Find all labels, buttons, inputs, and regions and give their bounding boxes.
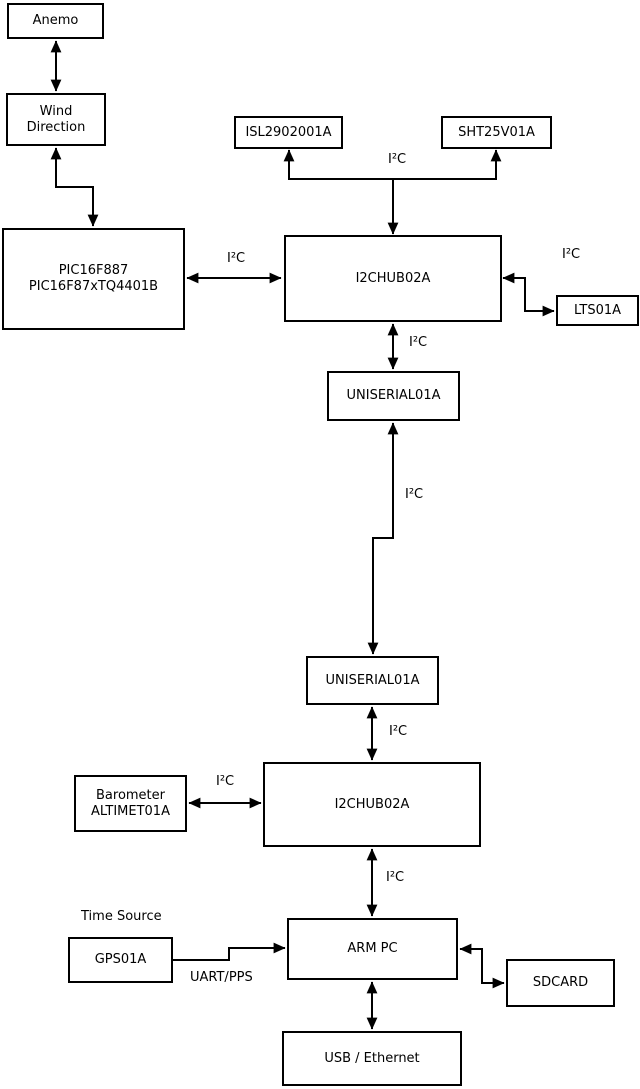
node-pic16f887-line2: PIC16F87xTQ4401B (28, 279, 159, 294)
node-i2chub-top-label: I2CHUB02A (355, 270, 431, 286)
node-usb-ethernet-label: USB / Ethernet (324, 1050, 420, 1066)
node-barometer-line2: ALTIMET01A (91, 803, 170, 819)
node-uniserial-bottom: UNISERIAL01A (306, 656, 439, 705)
node-lts01a-label: LTS01A (573, 302, 622, 318)
node-isl2902001a: ISL2902001A (234, 116, 343, 149)
node-isl2902001a-label: ISL2902001A (245, 124, 332, 140)
label-i2c-uniserial-link: I²C (405, 487, 424, 502)
label-i2c-uniserial-hub2: I²C (389, 724, 408, 739)
edge-hub1-lts (502, 272, 555, 317)
node-usb-ethernet: USB / Ethernet (282, 1031, 462, 1086)
node-uniserial-top: UNISERIAL01A (327, 371, 460, 421)
node-barometer: Barometer ALTIMET01A (74, 775, 187, 832)
node-i2chub-top: I2CHUB02A (284, 235, 502, 322)
node-uniserial-bottom-label: UNISERIAL01A (325, 672, 420, 688)
node-anemo-label: Anemo (32, 13, 79, 28)
node-wind-direction: Wind Direction (6, 93, 106, 146)
node-pic16f887-line1: PIC16F887 (58, 263, 129, 278)
label-i2c-isl-sht: I²C (388, 152, 407, 167)
label-i2c-pic-hub: I²C (227, 251, 246, 266)
node-lts01a: LTS01A (556, 295, 639, 326)
label-i2c-hub-lts: I²C (562, 247, 581, 262)
label-i2c-barometer-hub2: I²C (216, 774, 235, 789)
node-anemo: Anemo (7, 3, 104, 39)
node-gps01a-label: GPS01A (94, 952, 147, 967)
edge-armpc-sdcard (459, 943, 505, 989)
node-wind-direction-line1: Wind (39, 103, 73, 119)
edge-wind-pic (50, 147, 99, 227)
edge-gps-armpc (173, 942, 286, 961)
node-arm-pc: ARM PC (287, 918, 458, 980)
node-gps01a: GPS01A (68, 937, 173, 983)
node-sht25v01a: SHT25V01A (441, 116, 552, 149)
node-sht25v01a-label: SHT25V01A (458, 124, 535, 140)
node-arm-pc-label: ARM PC (347, 941, 398, 956)
label-i2c-hub-uniserial: I²C (409, 335, 428, 350)
node-sdcard: SDCARD (506, 959, 615, 1007)
node-wind-direction-line2: Direction (26, 119, 86, 135)
node-barometer-line1: Barometer (96, 787, 165, 803)
edge-uniserial1-uniserial2 (367, 422, 399, 655)
node-i2chub-bottom: I2CHUB02A (263, 762, 481, 847)
node-pic16f887: PIC16F887 PIC16F87xTQ4401B (2, 228, 185, 330)
label-time-source: Time Source (81, 909, 162, 924)
node-uniserial-top-label: UNISERIAL01A (346, 388, 441, 403)
label-uart-pps: UART/PPS (190, 970, 253, 985)
label-i2c-hub2-armpc: I²C (386, 870, 405, 885)
node-sdcard-label: SDCARD (532, 975, 589, 990)
node-i2chub-bottom-label: I2CHUB02A (334, 796, 410, 812)
